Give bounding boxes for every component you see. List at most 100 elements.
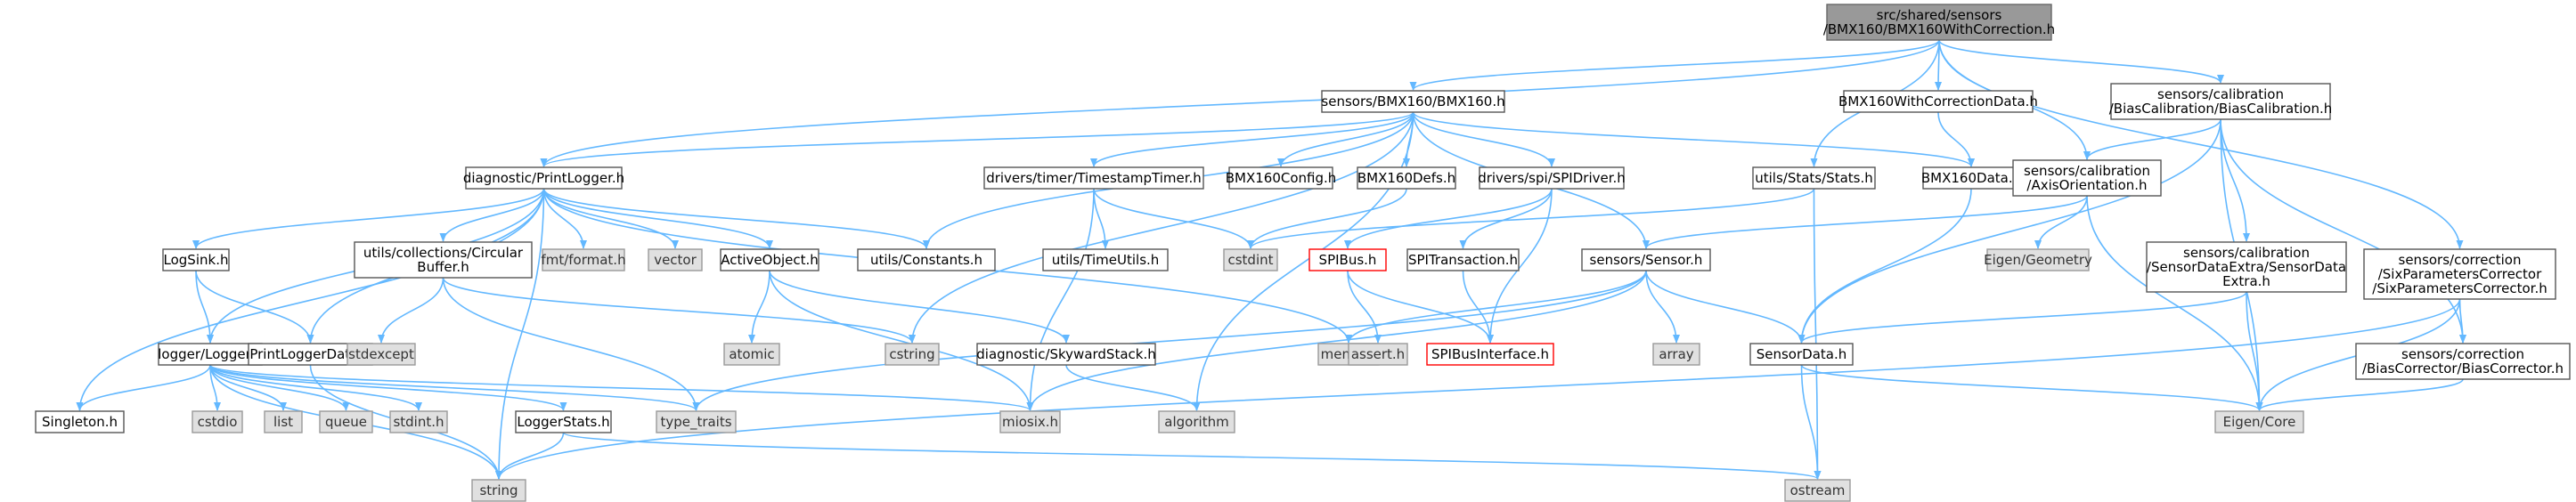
edge-bmxdata-to-sensordata	[1797, 188, 1972, 344]
node-box	[2012, 159, 2162, 197]
node-label: SensorData.h	[1757, 346, 1847, 362]
node-label: string	[479, 482, 518, 498]
node-spitrans[interactable]: SPITransaction.h	[1406, 248, 1520, 271]
node-box	[158, 343, 263, 366]
edge-spibus-to-spibusif	[1347, 270, 1494, 344]
node-label: type_traits	[660, 414, 731, 431]
node-box	[857, 248, 996, 271]
node-label: sensors/calibration	[2024, 163, 2150, 179]
edge-root-to-bmx160h	[1409, 39, 1940, 91]
edge-biascal-to-biascorr	[2220, 118, 2466, 344]
node-biascorr[interactable]: sensors/correction/BiasCorrector/BiasCor…	[2355, 343, 2571, 380]
node-loggerstats[interactable]: LoggerStats.h	[515, 410, 612, 433]
edge-printlogger-to-singleton	[76, 188, 545, 411]
node-label: miosix.h	[1002, 414, 1058, 430]
edge-bmx160h-to-bmxdata	[1412, 111, 1975, 167]
node-asserth: assert.h	[1348, 343, 1408, 366]
node-box	[1406, 248, 1520, 271]
node-box	[1752, 166, 1876, 190]
node-label: fmt/format.h	[541, 252, 625, 268]
node-printlogger[interactable]: diagnostic/PrintLogger.h	[463, 166, 624, 190]
node-vector: vector	[648, 248, 703, 271]
node-label: /BiasCorrector/BiasCorrector.h	[2362, 360, 2564, 376]
node-bmxconfig[interactable]: BMX160Config.h	[1226, 166, 1337, 190]
node-bmxdefs[interactable]: BMX160Defs.h	[1357, 166, 1456, 190]
node-box	[1826, 4, 2052, 41]
node-sensordata[interactable]: SensorData.h	[1749, 343, 1854, 366]
node-box	[1426, 343, 1554, 366]
node-corrdata[interactable]: BMX160WithCorrectionData.h	[1838, 90, 2038, 113]
edge-bmxdefs-to-cstdint	[1247, 188, 1407, 249]
edge-logger-to-stdint	[209, 364, 422, 411]
edge-root-to-biascal	[1938, 39, 2224, 84]
node-label: sensors/Sensor.h	[1590, 252, 1703, 268]
node-sdextra[interactable]: sensors/calibration/SensorDataExtra/Sens…	[2146, 241, 2347, 293]
node-label: stdexcept	[348, 346, 414, 362]
node-box	[1158, 410, 1235, 433]
node-label: cstdint	[1227, 252, 1273, 268]
node-spibus[interactable]: SPIBus.h	[1308, 248, 1387, 271]
edge-sensordata-to-ostream	[1800, 364, 1822, 480]
node-label: utils/Constants.h	[870, 252, 982, 268]
node-label: Extra.h	[2222, 273, 2270, 289]
edge-bmx160h-to-printlogger	[540, 111, 1414, 167]
node-queue: queue	[319, 410, 373, 433]
node-box	[1223, 248, 1278, 271]
node-spibusif[interactable]: SPIBusInterface.h	[1426, 343, 1554, 366]
edge-logger-to-queue	[209, 364, 350, 411]
node-label: Eigen/Core	[2223, 414, 2296, 430]
node-box	[1479, 166, 1625, 190]
node-tstimer[interactable]: drivers/timer/TimestampTimer.h	[983, 166, 1204, 190]
node-label: LoggerStats.h	[517, 414, 609, 430]
node-box	[1581, 248, 1711, 271]
node-box	[389, 410, 448, 433]
node-cstdio: cstdio	[192, 410, 243, 433]
node-box	[648, 248, 703, 271]
node-timeutils[interactable]: utils/TimeUtils.h	[1042, 248, 1169, 271]
node-box	[2110, 83, 2331, 120]
node-bmx160h[interactable]: sensors/BMX160/BMX160.h	[1321, 90, 1505, 113]
node-sixparam[interactable]: sensors/correction/SixParametersCorrecto…	[2363, 248, 2556, 300]
node-label: algorithm	[1164, 414, 1228, 430]
edge-logger-to-typetraits	[209, 364, 700, 411]
edge-sensordata-to-eigencore	[1800, 364, 2263, 411]
node-label: array	[1659, 346, 1693, 362]
edge-logger-to-singleton	[76, 364, 211, 411]
node-biascal[interactable]: sensors/calibration/BiasCalibration/Bias…	[2109, 83, 2333, 120]
node-label: BMX160Data.h	[1921, 170, 2021, 186]
node-sensor[interactable]: sensors/Sensor.h	[1581, 248, 1711, 271]
node-logsink[interactable]: LogSink.h	[162, 248, 230, 271]
node-constants[interactable]: utils/Constants.h	[857, 248, 996, 271]
node-axisorient[interactable]: sensors/calibration/AxisOrientation.h	[2012, 159, 2162, 197]
node-label: BMX160Defs.h	[1357, 170, 1455, 186]
node-label: atomic	[729, 346, 774, 362]
node-bmxdata[interactable]: BMX160Data.h	[1921, 166, 2021, 190]
node-root[interactable]: src/shared/sensors/BMX160/BMX160WithCorr…	[1823, 4, 2055, 41]
node-box	[192, 410, 243, 433]
node-miosix: miosix.h	[999, 410, 1061, 433]
node-box	[1348, 343, 1408, 366]
node-skyward[interactable]: diagnostic/SkywardStack.h	[976, 343, 1156, 366]
edge-loggerstats-to-ostream	[562, 432, 1821, 480]
node-label: SPIBus.h	[1319, 252, 1377, 268]
node-singleton[interactable]: Singleton.h	[35, 410, 125, 433]
node-box	[346, 343, 416, 366]
edge-circbuf-to-cstring	[442, 277, 916, 344]
node-logger[interactable]: logger/Logger.h	[158, 343, 263, 366]
node-spidriver[interactable]: drivers/spi/SPIDriver.h	[1478, 166, 1626, 190]
node-label: /SixParametersCorrector	[2378, 266, 2542, 282]
edge-circbuf-to-typetraits	[442, 277, 700, 411]
node-stats[interactable]: utils/Stats/Stats.h	[1752, 166, 1876, 190]
edge-biascal-to-sdextra	[2220, 118, 2250, 242]
edge-spibus-to-asserth	[1347, 270, 1382, 344]
edge-sensor-to-memory	[1345, 270, 1647, 344]
node-box	[1308, 248, 1387, 271]
edge-logsink-to-logger	[195, 270, 214, 344]
edge-biascorr-to-eigencore	[2255, 378, 2464, 411]
edge-logger-to-list	[209, 364, 287, 411]
node-box	[723, 343, 780, 366]
node-activeobj[interactable]: ActiveObject.h	[720, 248, 819, 271]
edge-bmx160h-to-tstimer	[1090, 111, 1414, 167]
